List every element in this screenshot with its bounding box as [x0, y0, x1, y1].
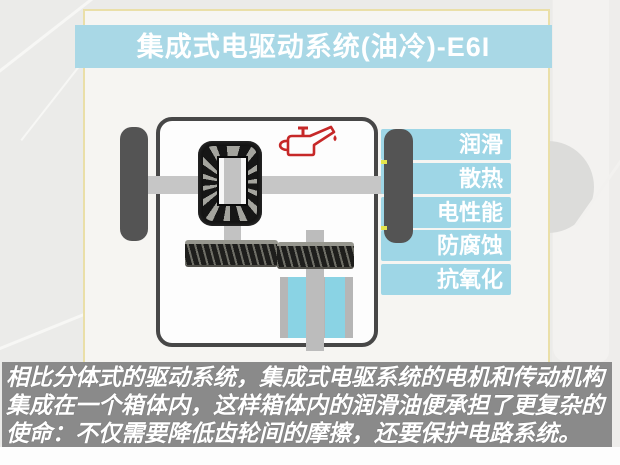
benefit-label-text: 电性能 — [436, 200, 503, 225]
caption-line: 相比分体式的驱动系统，集成式电驱系统的电机和传动机构 — [6, 364, 604, 390]
background-bottom-strip — [0, 447, 620, 465]
rotor-shaft — [224, 158, 241, 204]
yellow-tick — [381, 160, 387, 164]
reduction-gear-large — [185, 240, 278, 267]
benefit-label-antioxidation: 抗氧化 — [381, 264, 511, 295]
yellow-tick — [381, 226, 387, 230]
benefit-label-text: 抗氧化 — [436, 267, 503, 292]
right-wheel — [384, 129, 413, 243]
coolant-stripe — [325, 277, 345, 338]
deco-line — [0, 311, 89, 356]
stator-center-hole — [217, 156, 248, 206]
oil-can-icon — [278, 125, 337, 157]
drive-axle — [134, 176, 400, 194]
caption-panel: 相比分体式的驱动系统，集成式电驱系统的电机和传动机构 集成在一个箱体内，这样箱体… — [2, 362, 612, 447]
benefit-label-text: 防腐蚀 — [436, 233, 503, 258]
reduction-gear-small — [277, 242, 354, 269]
caption-line: 集成在一个箱体内，这样箱体内的润滑油便承担了更复杂的 — [6, 392, 604, 418]
motor-stator — [198, 141, 262, 226]
coolant-stripe — [288, 277, 308, 338]
left-wheel — [120, 127, 148, 241]
caption-line: 使命：不仅需要降低齿轮间的摩擦，还要保护电路系统。 — [6, 420, 581, 446]
benefit-label-text: 润滑 — [458, 132, 503, 157]
deco-line — [20, 60, 84, 142]
page-title: 集成式电驱动系统(油冷)-E6I — [75, 25, 552, 68]
benefit-label-text: 散热 — [458, 166, 503, 191]
